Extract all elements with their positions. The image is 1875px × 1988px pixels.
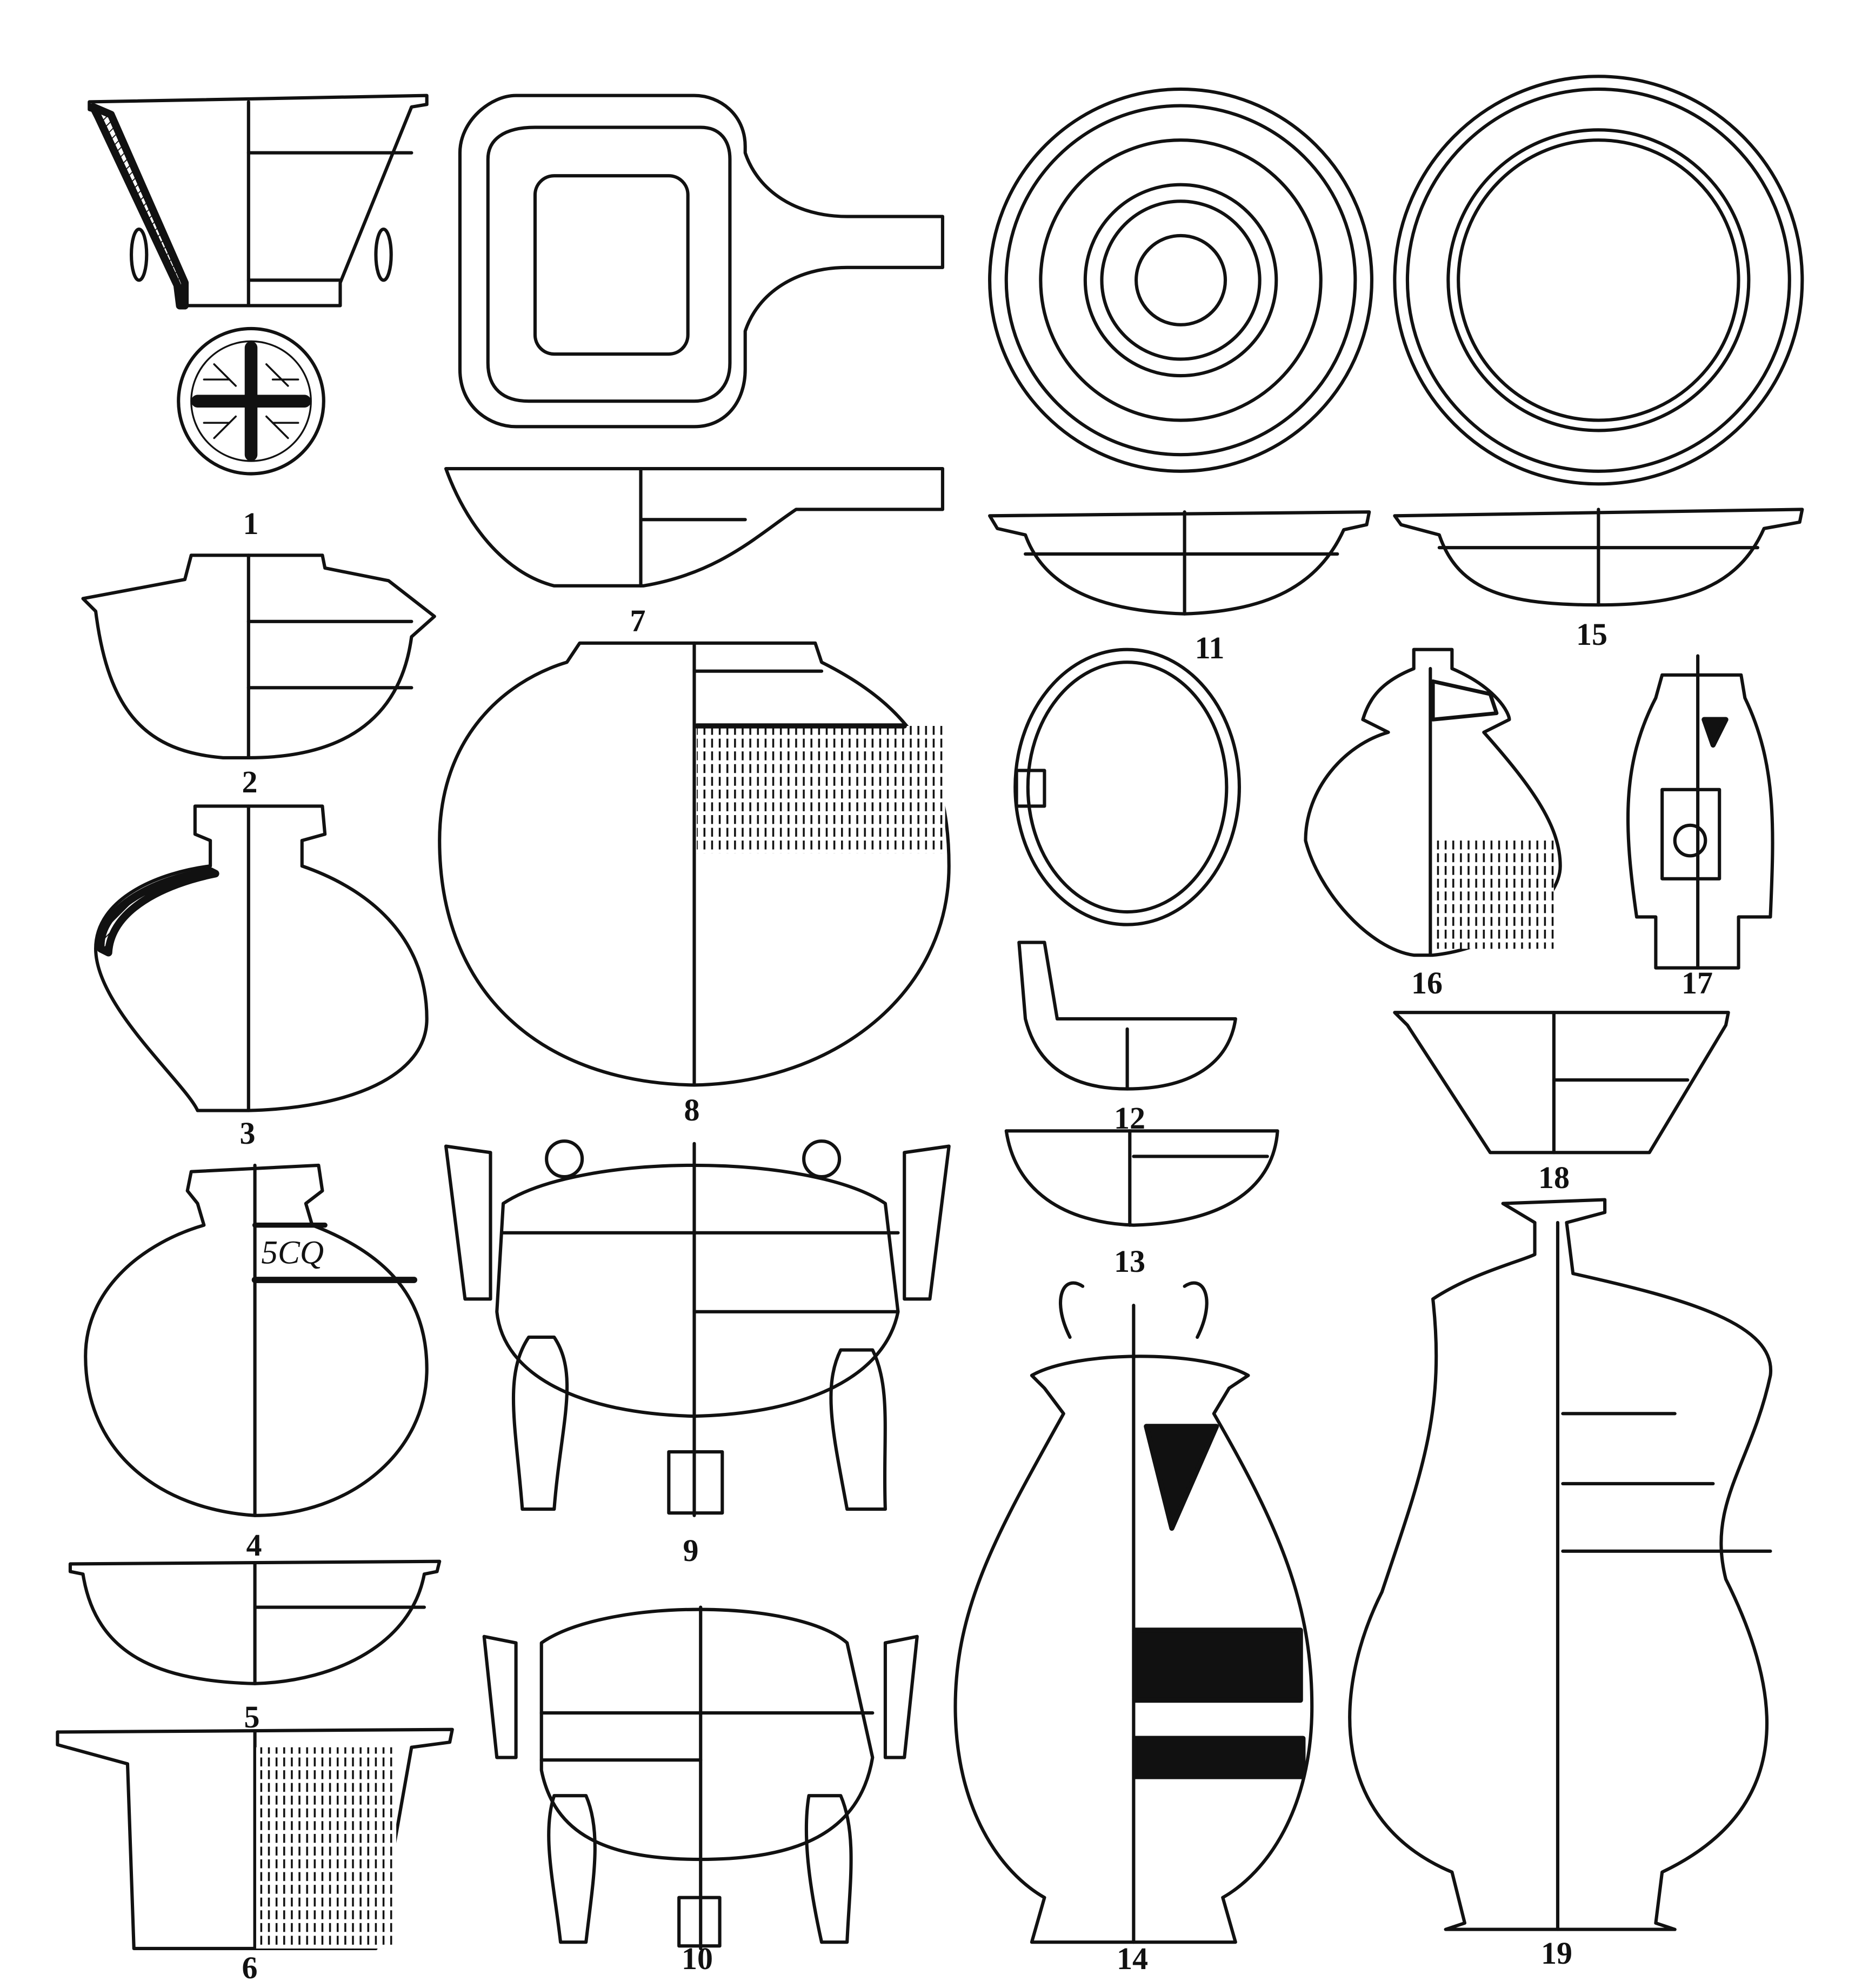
- vessel-15-dish: [1393, 75, 1804, 607]
- label-12: 12: [1114, 1100, 1145, 1136]
- vessel-8-large-jar: [438, 641, 951, 1087]
- label-8: 8: [684, 1092, 700, 1128]
- label-2: 2: [242, 764, 258, 799]
- label-1: 1: [243, 506, 259, 541]
- vessel-9-tripod: [444, 1139, 951, 1517]
- inscription-text: 5CQ: [261, 1234, 324, 1271]
- vessel-3-flask: [94, 804, 429, 1112]
- label-14: 14: [1117, 1941, 1148, 1976]
- vessel-7-handled-pan: [444, 94, 944, 588]
- label-7: 7: [630, 603, 646, 638]
- label-13: 13: [1114, 1244, 1145, 1279]
- label-15: 15: [1576, 617, 1607, 652]
- label-4: 4: [246, 1527, 262, 1563]
- label-9: 9: [683, 1533, 699, 1568]
- label-5: 5: [244, 1699, 260, 1735]
- label-17: 17: [1682, 965, 1713, 1000]
- label-19: 19: [1541, 1936, 1572, 1971]
- label-6: 6: [242, 1950, 258, 1985]
- vessel-12-ladle: [1013, 648, 1241, 1091]
- vessel-18-basin: [1393, 1011, 1730, 1155]
- label-10: 10: [682, 1941, 713, 1976]
- vessel-5-basin: [68, 1559, 442, 1685]
- vessel-16-lidded-jar: [1304, 648, 1562, 957]
- vessel-6-ribbed-basin: [56, 1727, 454, 1951]
- vessel-2-covered-bowl: [81, 553, 436, 759]
- vessel-10-tripod: [482, 1605, 919, 1951]
- label-11: 11: [1195, 630, 1225, 665]
- vessel-19-tall-hu: [1348, 1198, 1773, 1931]
- vessel-14-tall-hu: [953, 1281, 1314, 1944]
- label-16: 16: [1411, 965, 1443, 1000]
- vessel-13-bowl: [1004, 1129, 1279, 1227]
- label-18: 18: [1538, 1160, 1570, 1195]
- label-3: 3: [239, 1116, 256, 1151]
- vessel-17-small-hu: [1626, 654, 1774, 970]
- vessel-4-globular-jar: 5CQ: [84, 1163, 429, 1517]
- vessel-11-dish: [988, 87, 1374, 616]
- vessel-1-bowl: [88, 94, 429, 476]
